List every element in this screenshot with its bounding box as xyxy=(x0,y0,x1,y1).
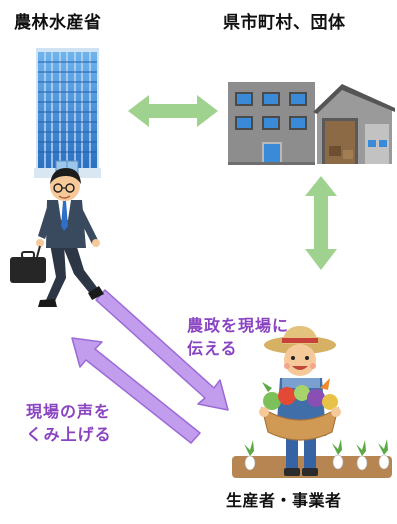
producers-label: 生産者・事業者 xyxy=(226,491,342,510)
arrow-field-to-policy xyxy=(71,337,201,444)
policy-to-field-caption: 農政を現場に 伝える xyxy=(187,314,289,360)
office-tower-icon xyxy=(34,48,101,178)
warehouse-icon xyxy=(313,84,395,164)
field-to-policy-caption-line1: 現場の声を xyxy=(26,402,112,421)
policy-to-field-caption-line1: 農政を現場に xyxy=(187,316,290,335)
field-to-policy-caption: 現場の声を くみ上げる xyxy=(26,400,112,446)
farmer-with-basket-icon xyxy=(259,326,341,476)
ministry-label: 農林水産省 xyxy=(14,13,102,33)
field-to-policy-caption-line2: くみ上げる xyxy=(26,425,112,444)
walking-official-icon xyxy=(10,168,104,307)
two-way-arrow-horizontal xyxy=(128,95,218,127)
office-building-icon xyxy=(228,82,315,165)
policy-to-field-caption-line2: 伝える xyxy=(187,339,238,358)
arrow-policy-to-field xyxy=(95,289,229,411)
two-way-arrow-vertical xyxy=(305,176,337,270)
local-government-label: 県市町村、団体 xyxy=(223,13,346,33)
